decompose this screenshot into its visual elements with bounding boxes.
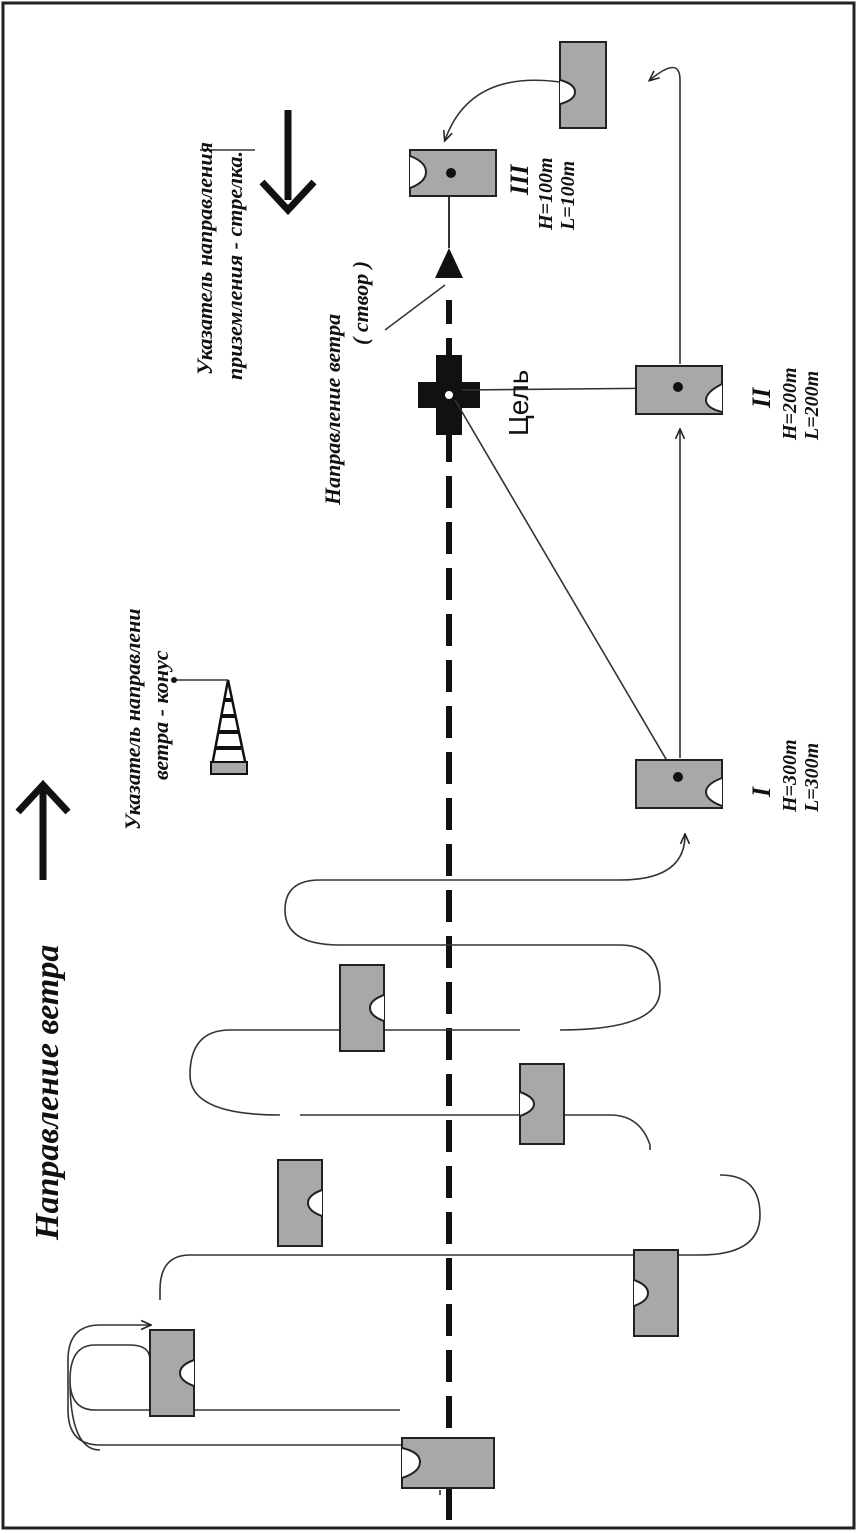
point-II-height: H=200m [779, 367, 801, 441]
canopy-snake-4 [519, 1063, 565, 1145]
path-II-to-III [650, 66, 681, 364]
wind-arrow-icon [15, 779, 71, 880]
path-top-to-III [445, 79, 561, 140]
wind-direction-label: Направление ветра [29, 945, 66, 1241]
windsock-icon [171, 677, 248, 775]
snake-path-3 [300, 1114, 651, 1150]
point-I-canopy [635, 759, 723, 809]
snake-path [67, 1325, 402, 1446]
wind-alignment-label-line1: Направление ветра [320, 314, 345, 506]
snake-path-6 [284, 835, 685, 946]
canopy-start [401, 1437, 495, 1489]
canopy-snake-1 [149, 1329, 195, 1417]
wind-alignment-arrowhead [435, 248, 463, 278]
landing-arrow-icon [200, 110, 317, 216]
point-III-height: H=100m [535, 157, 557, 231]
snake-path-2 [159, 1174, 761, 1300]
canopy-snake-5 [339, 964, 385, 1052]
line-target-to-I [454, 399, 677, 777]
canopy-top-right [559, 41, 607, 129]
cross-target-icon [418, 355, 480, 435]
wind-cone-label-line1: Указатель направлени [120, 608, 145, 830]
point-I-height: H=300m [779, 739, 801, 813]
alignment-label-leader [384, 284, 446, 331]
snake-path-4 [189, 1029, 520, 1116]
point-II-distance: L=200m [801, 371, 823, 441]
snake-path-5 [340, 944, 661, 1031]
wind-alignment-label-line2: ( створ ) [348, 261, 373, 345]
canopy-snake-2 [633, 1249, 679, 1337]
target-label: Цель [503, 370, 534, 436]
point-II-canopy [635, 365, 723, 415]
point-I-distance: L=300m [801, 743, 823, 813]
point-III-distance: L=100m [557, 161, 579, 231]
landing-indicator-label-line1: Указатель направления [192, 142, 217, 375]
point-II-numeral: II [747, 387, 776, 409]
point-III-numeral: III [505, 164, 534, 196]
wind-cone-label-line2: ветра - конус [148, 650, 173, 780]
landing-indicator-label-line2: приземления - стрелка. [222, 151, 247, 380]
canopy-snake-3 [277, 1159, 323, 1247]
point-I-numeral: I [747, 786, 776, 798]
point-III-canopy [409, 149, 497, 197]
